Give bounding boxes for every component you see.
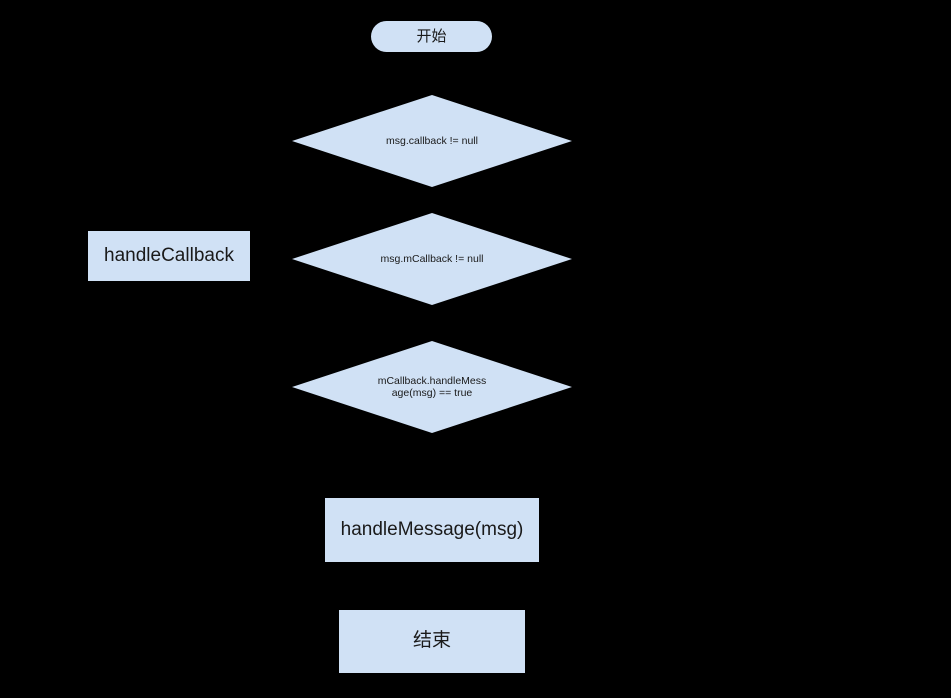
node-end[interactable]: 结束	[339, 610, 525, 673]
node-handle-message[interactable]: handleMessage(msg)	[325, 498, 539, 562]
node-start-label: 开始	[416, 27, 447, 45]
connector-decision-result-to-handle-message	[431, 433, 432, 498]
diamond-icon	[292, 341, 572, 433]
connector-handle-message-to-end	[431, 562, 432, 610]
node-handle-callback-label: handleCallback	[104, 244, 234, 266]
node-handle-callback[interactable]: handleCallback	[88, 231, 250, 281]
node-handle-message-label: handleMessage(msg)	[340, 518, 524, 540]
node-end-label: 结束	[412, 630, 451, 652]
connector-decision-mcallback-to-handle-callback	[250, 255, 292, 256]
connector-decision-callback-to-decision-mcallback	[431, 187, 432, 213]
node-decision-mcallback[interactable]: msg.mCallback != null	[292, 213, 572, 305]
node-decision-callback[interactable]: msg.callback != null	[292, 95, 572, 187]
diamond-icon	[292, 95, 572, 187]
diamond-icon	[292, 213, 572, 305]
node-start[interactable]: 开始	[371, 21, 492, 52]
connector-start-to-decision-callback	[431, 51, 432, 95]
connector-decision-mcallback-to-decision-result	[431, 305, 432, 341]
node-decision-handle-message-result[interactable]: mCallback.handleMess age(msg) == true	[292, 341, 572, 433]
